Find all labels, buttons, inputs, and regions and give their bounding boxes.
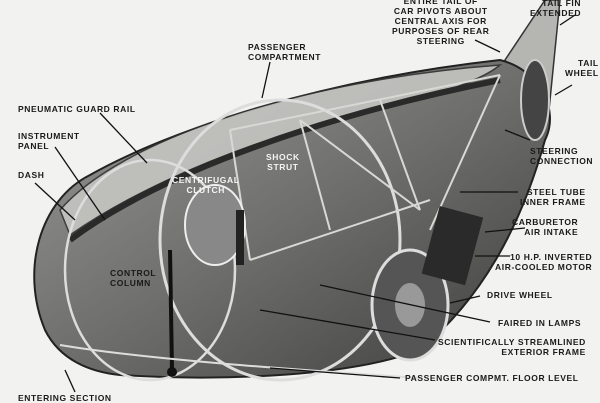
label-steering-connection: STEERING CONNECTION <box>530 146 594 166</box>
label-pneumatic-guard-rail: PNEUMATIC GUARD RAIL <box>18 104 136 114</box>
label-instrument-panel: INSTRUMENT PANEL <box>18 131 80 151</box>
label-entering-section: ENTERING SECTION <box>18 393 112 403</box>
pneumatic-guard-rail <box>68 77 501 243</box>
label-motor: 10 H.P. INVERTED AIR-COOLED MOTOR <box>495 252 593 272</box>
tail-wheel <box>520 59 550 141</box>
label-passenger-compartment: PASSENGER COMPARTMENT <box>248 42 322 62</box>
label-tail-wheel: TAIL WHEEL <box>565 58 599 78</box>
label-steel-tube-inner-frame: STEEL TUBE INNER FRAME <box>520 187 586 207</box>
label-drive-wheel: DRIVE WHEEL <box>487 290 553 300</box>
frame-hoop <box>158 98 402 382</box>
label-tail-pivot: ENTIRE TAIL OF CAR PIVOTS ABOUT CENTRAL … <box>392 0 490 46</box>
label-fin-extended: TAIL FIN EXTENDED <box>530 0 582 18</box>
label-dash: DASH <box>18 170 45 180</box>
label-floor-level: PASSENGER COMPMT. FLOOR LEVEL <box>405 373 579 383</box>
steel-tube-inner-frame <box>229 74 501 261</box>
shock-strut <box>236 210 244 265</box>
frame-hoop <box>63 158 237 382</box>
label-control-column: CONTROL COLUMN <box>110 268 157 288</box>
leader-lines <box>34 14 576 393</box>
label-shock-strut: SHOCK STRUT <box>266 152 300 172</box>
centrifugal-clutch <box>184 184 246 266</box>
label-faired-in-lamps: FAIRED IN LAMPS <box>498 318 582 328</box>
label-centrifugal-clutch: CENTRIFUGAL CLUTCH <box>172 175 240 195</box>
motor <box>421 206 484 286</box>
label-carburetor-air-intake: CARBURETOR AIR INTAKE <box>512 217 579 237</box>
control-column <box>168 249 174 371</box>
label-exterior-frame: SCIENTIFICALLY STREAMLINED EXTERIOR FRAM… <box>438 337 586 357</box>
